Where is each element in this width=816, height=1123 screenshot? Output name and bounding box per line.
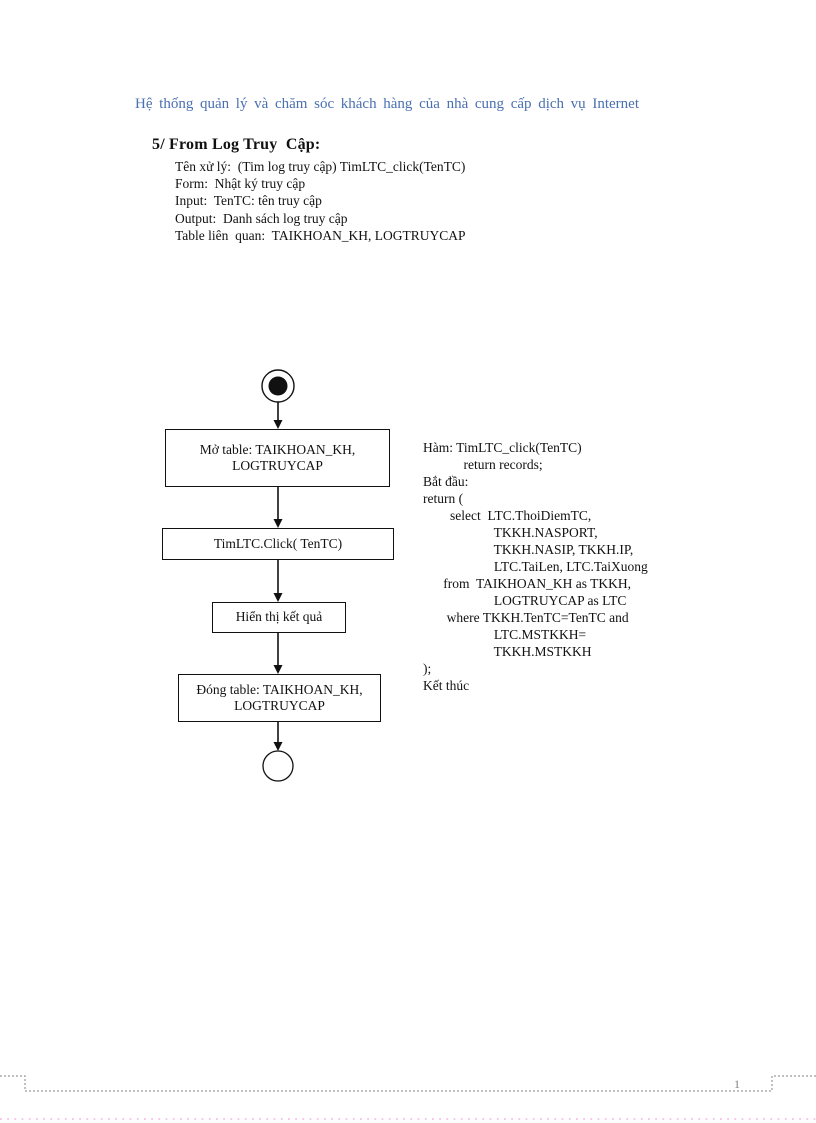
end-node-icon	[262, 750, 294, 782]
footer-boundary-mark	[0, 1075, 816, 1092]
section-heading: 5/ From Log Truy Cập:	[152, 136, 321, 153]
flow-step-open-table: Mở table: TAIKHOAN_KH, LOGTRUYCAP	[165, 429, 390, 487]
section-details: Tên xử lý: (Tim log truy cập) TimLTC_cli…	[175, 158, 466, 244]
flow-arrow-4	[273, 632, 283, 674]
start-node-icon	[261, 369, 295, 403]
flow-step-show-result: Hiển thị kết quả	[212, 602, 346, 633]
document-header-title: Hệ thống quản lý và chăm sóc khách hàng …	[135, 96, 639, 112]
detail-line-ten-xu-ly: Tên xử lý: (Tim log truy cập) TimLTC_cli…	[175, 159, 466, 174]
flow-step-timltc-click: TimLTC.Click( TenTC)	[162, 528, 394, 560]
flow-step-close-table: Đóng table: TAIKHOAN_KH, LOGTRUYCAP	[178, 674, 381, 722]
flow-arrow-5	[273, 721, 283, 751]
flow-arrow-3	[273, 559, 283, 602]
detail-line-form: Form: Nhật ký truy cập	[175, 176, 306, 192]
page-number: 1	[734, 1077, 740, 1091]
detail-line-output: Output: Danh sách log truy cập	[175, 210, 348, 226]
flow-arrow-2	[273, 486, 283, 528]
detail-line-input: Input: TenTC: tên truy cập	[175, 193, 322, 209]
detail-line-table-lien-quan: Table liên quan: TAIKHOAN_KH, LOGTRUYCAP	[175, 227, 466, 243]
pseudocode-block: Hàm: TimLTC_click(TenTC) return records;…	[423, 440, 648, 693]
flow-arrow-1	[273, 402, 283, 429]
